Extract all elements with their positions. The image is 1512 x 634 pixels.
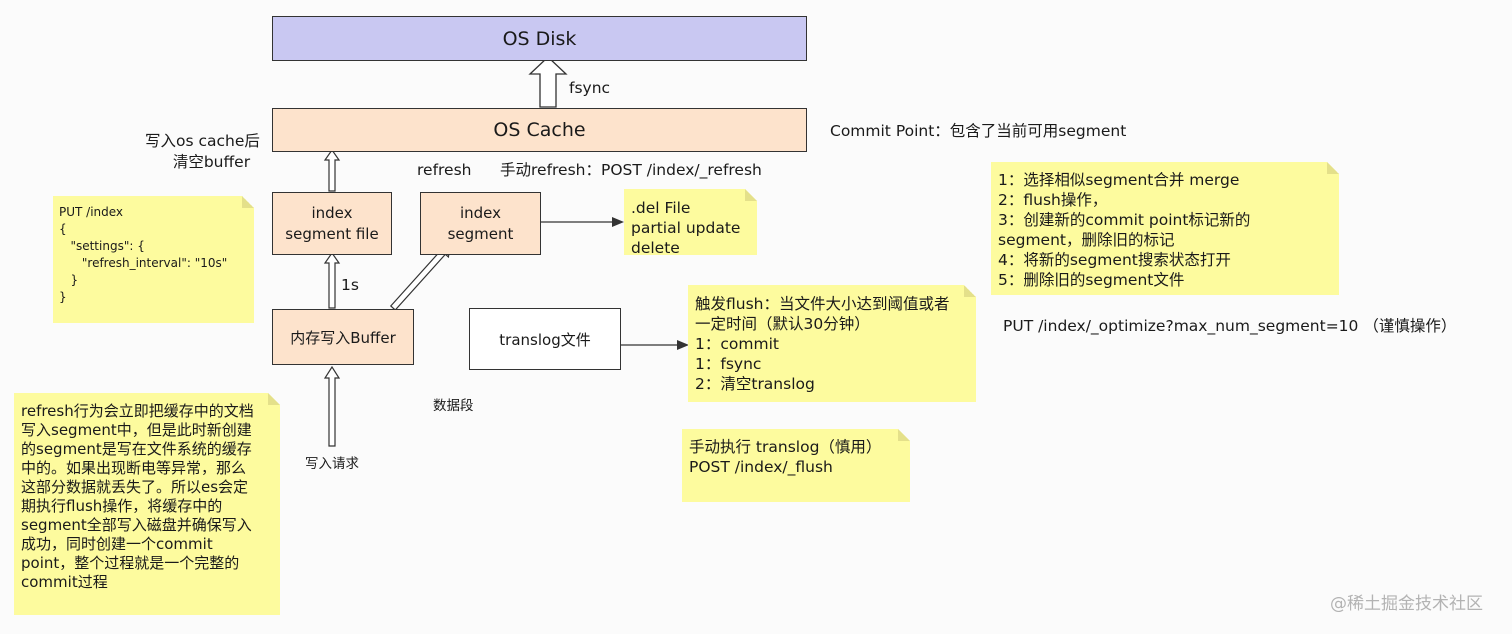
- merge-steps-note: 1：选择相似segment合并 merge 2：flush操作， 3：创建新的c…: [991, 162, 1339, 295]
- refresh-note-line-4: 中的。如果出现断电等异常，那么: [21, 459, 247, 477]
- refresh-note-line-1: refresh行为会立即把缓存中的文档: [21, 402, 254, 420]
- os-cache-box: OS Cache: [272, 108, 807, 152]
- os-disk-box: OS Disk: [272, 16, 807, 61]
- clear-buffer-label: 写入os cache后 清空buffer: [145, 131, 260, 173]
- watermark: @稀土掘金技术社区: [1330, 594, 1483, 614]
- buffer-label: 内存写入Buffer: [290, 328, 396, 347]
- optimize-label: PUT /index/_optimize?max_num_segment=10 …: [1003, 317, 1457, 335]
- flush-note-line-4: 1：fsync: [695, 355, 762, 373]
- os-disk-label: OS Disk: [502, 27, 577, 50]
- flush-trigger-note: 触发flush：当文件大小达到阈值或者 一定时间（默认30分钟） 1：commi…: [688, 285, 976, 402]
- refresh-label: refresh: [417, 161, 472, 179]
- put-note-line-3: "settings": {: [59, 239, 145, 253]
- del-file-note: .del File partial update delete: [624, 189, 757, 255]
- commit-point-label: Commit Point：包含了当前可用segment: [830, 122, 1127, 140]
- refresh-description-note: refresh行为会立即把缓存中的文档 写入segment中，但是此时新创建 的…: [14, 393, 280, 615]
- merge-note-line-5: 4：将新的segment搜索状态打开: [998, 251, 1231, 269]
- flush-note-line-2: 一定时间（默认30分钟）: [695, 315, 870, 333]
- merge-note-line-1: 1：选择相似segment合并 merge: [998, 171, 1240, 189]
- segment-file-line-1: index: [311, 203, 353, 222]
- manual-translog-note: 手动执行 translog（慎用） POST /index/_flush: [682, 429, 910, 502]
- refresh-note-line-8: 成功，同时创建一个commit: [21, 535, 213, 553]
- flush-note-line-3: 1：commit: [695, 335, 779, 353]
- buffer-to-segfile-arrow: [323, 251, 341, 309]
- one-second-label: 1s: [341, 276, 359, 294]
- data-segment-label: 数据段: [433, 398, 474, 414]
- manual-note-line-1: 手动执行 translog（慎用）: [689, 438, 882, 456]
- refresh-note-line-10: commit过程: [21, 573, 108, 591]
- refresh-note-line-2: 写入segment中，但是此时新创建: [21, 421, 252, 439]
- fsync-arrow: [528, 56, 568, 108]
- fsync-label: fsync: [569, 79, 611, 97]
- del-note-line-1: .del File: [631, 199, 691, 217]
- index-segment-line-1: index: [459, 203, 502, 222]
- clear-buffer-line-1: 写入os cache后: [145, 132, 260, 150]
- put-note-line-4: "refresh_interval": "10s": [59, 256, 228, 270]
- write-request-label: 写入请求: [305, 456, 359, 472]
- translog-box: translog文件: [469, 308, 621, 370]
- put-index-note: PUT /index { "settings": { "refresh_inte…: [53, 196, 254, 323]
- manual-note-line-2: POST /index/_flush: [689, 458, 833, 476]
- manual-refresh-label: 手动refresh：POST /index/_refresh: [500, 161, 762, 179]
- merge-note-line-4: segment，删除旧的标记: [998, 231, 1175, 249]
- segfile-to-cache-arrow: [323, 148, 341, 192]
- merge-note-line-6: 5：删除旧的segment文件: [998, 271, 1185, 289]
- put-note-line-1: PUT /index: [59, 205, 124, 219]
- put-note-line-6: }: [59, 290, 67, 304]
- translog-label: translog文件: [499, 330, 591, 349]
- clear-buffer-line-2: 清空buffer: [172, 153, 251, 171]
- buffer-box: 内存写入Buffer: [272, 309, 414, 365]
- put-note-line-5: }: [59, 273, 79, 287]
- refresh-note-line-5: 这部分数据就丢失了。所以es会定: [21, 478, 249, 496]
- refresh-note-line-6: 期执行flush操作，将缓存中的: [21, 497, 223, 515]
- index-segment-line-2: segment: [447, 224, 514, 243]
- refresh-note-line-9: point，整个过程就是一个完整的: [21, 554, 240, 572]
- put-note-line-2: {: [59, 222, 67, 236]
- merge-note-line-3: 3：创建新的commit point标记新的: [998, 211, 1251, 229]
- del-note-line-2: partial update: [631, 219, 741, 237]
- flush-note-line-5: 2：清空translog: [695, 375, 815, 393]
- segment-file-line-2: segment file: [285, 224, 379, 243]
- index-segment-box: index segment: [420, 192, 541, 255]
- os-cache-label: OS Cache: [493, 119, 586, 141]
- refresh-note-line-3: 的segment是写在文件系统的缓存: [21, 440, 252, 458]
- request-to-buffer-arrow: [323, 365, 341, 447]
- refresh-note-line-7: segment全部写入磁盘并确保写入: [21, 516, 252, 534]
- segment-file-box: index segment file: [272, 192, 392, 255]
- flush-note-line-1: 触发flush：当文件大小达到阈值或者: [695, 295, 950, 313]
- del-note-line-3: delete: [631, 239, 680, 257]
- merge-note-line-2: 2：flush操作，: [998, 191, 1108, 209]
